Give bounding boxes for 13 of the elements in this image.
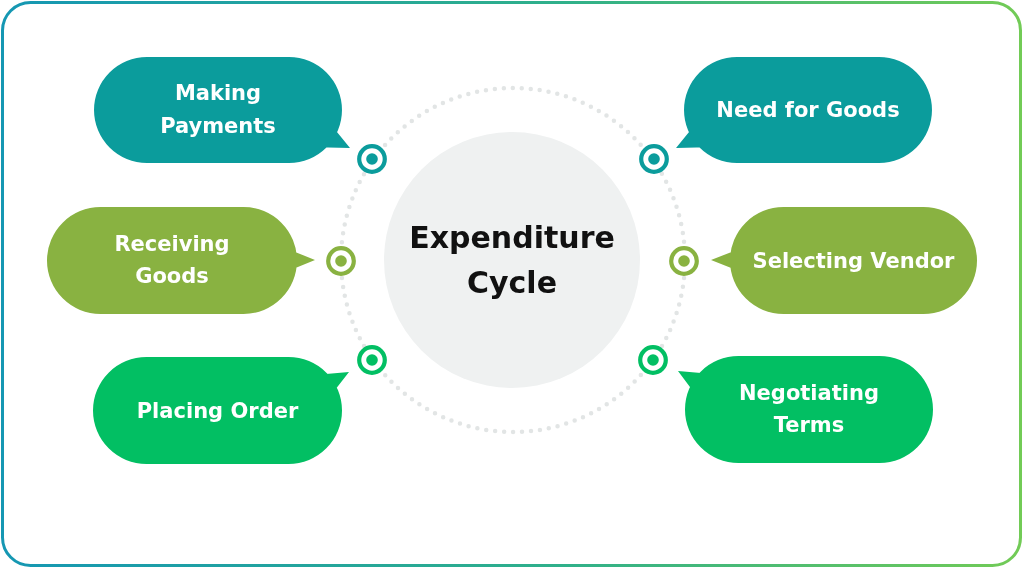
bubble-label: Selecting Vendor (752, 247, 955, 275)
bubble-label: Receiving Goods (113, 230, 231, 291)
speech-bubble (676, 57, 932, 163)
bubble-label: Negotiating Terms (738, 379, 880, 440)
center-title: Expenditure Cycle (408, 219, 616, 302)
bubble-label: Need for Goods (716, 96, 900, 124)
bubble-label: Making Payments (159, 80, 277, 140)
speech-bubble (711, 207, 977, 314)
speech-bubble (93, 357, 349, 464)
speech-bubble (678, 356, 933, 463)
speech-bubble (47, 207, 315, 314)
speech-bubble (94, 57, 350, 163)
bubble-label: Placing Order (136, 397, 299, 425)
